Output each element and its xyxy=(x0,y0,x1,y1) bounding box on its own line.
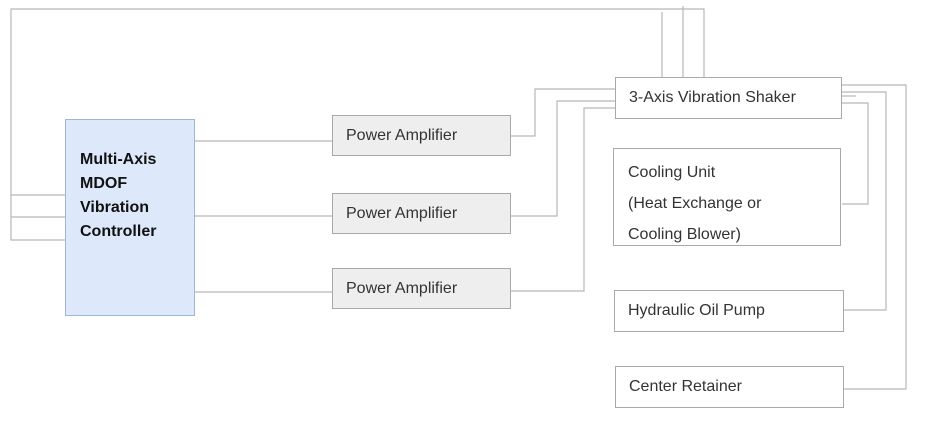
shaker-to-pump xyxy=(842,91,887,311)
power-amplifier-3: Power Amplifier xyxy=(332,268,511,309)
power-amplifier-label: Power Amplifier xyxy=(346,126,458,144)
amp-1-to-shaker xyxy=(511,88,615,137)
controller-label-line: Multi-Axis xyxy=(80,151,157,168)
controller-label-line: Vibration xyxy=(80,199,150,216)
power-amplifier-label: Power Amplifier xyxy=(346,279,458,297)
cooling-unit: Cooling Unit (Heat Exchange or Cooling B… xyxy=(613,148,841,246)
power-amplifier-1: Power Amplifier xyxy=(332,115,511,156)
cooling-label-line: Cooling Blower) xyxy=(628,226,741,243)
controller-label-line: MDOF xyxy=(80,175,128,192)
amp-2-to-shaker xyxy=(511,100,615,217)
shaker-to-cooling-a xyxy=(842,102,869,205)
power-amplifier-2: Power Amplifier xyxy=(332,193,511,234)
feedback-wire-1 xyxy=(10,8,705,241)
cooling-label-line: (Heat Exchange or xyxy=(628,195,762,212)
shaker-to-retainer xyxy=(842,84,907,390)
shaker-label: 3-Axis Vibration Shaker xyxy=(629,89,796,106)
power-amplifier-label: Power Amplifier xyxy=(346,204,458,222)
cooling-label-line: Cooling Unit xyxy=(628,164,716,181)
amp-3-to-shaker xyxy=(511,107,615,292)
retainer-label: Center Retainer xyxy=(629,378,742,395)
pump-label: Hydraulic Oil Pump xyxy=(628,302,765,319)
controller-label-line: Controller xyxy=(80,223,157,240)
three-axis-vibration-shaker: 3-Axis Vibration Shaker xyxy=(615,77,842,119)
hydraulic-oil-pump: Hydraulic Oil Pump xyxy=(614,290,844,332)
mdof-vibration-controller: Multi-Axis MDOF Vibration Controller xyxy=(65,119,195,316)
center-retainer: Center Retainer xyxy=(615,366,844,408)
